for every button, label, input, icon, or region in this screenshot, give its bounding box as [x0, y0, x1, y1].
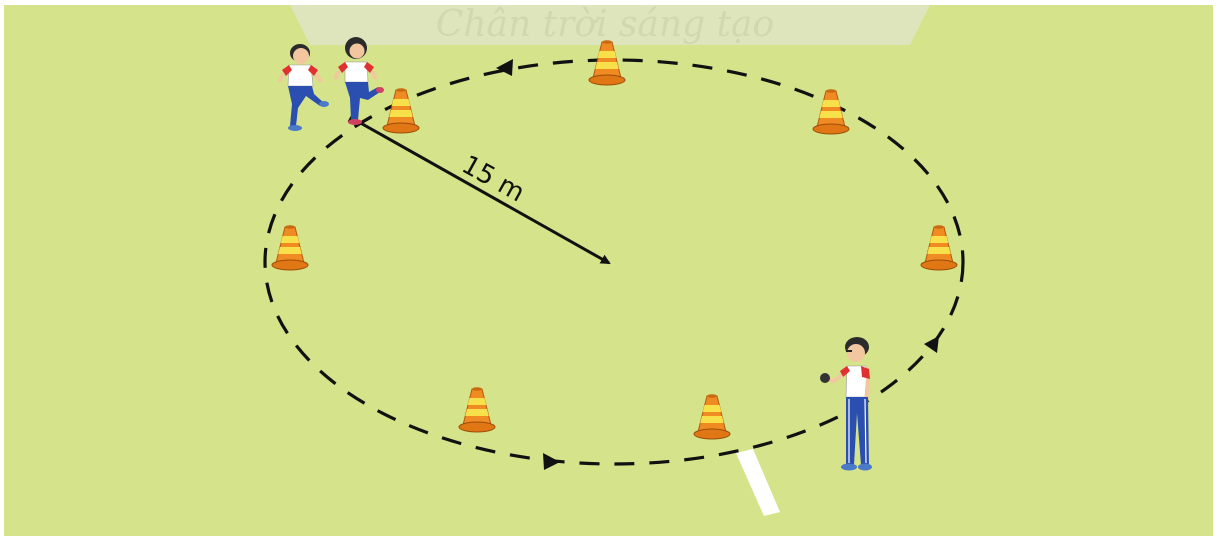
watermark: Chân trời sáng tạo	[290, 4, 930, 45]
watermark-text: Chân trời sáng tạo	[436, 4, 774, 45]
